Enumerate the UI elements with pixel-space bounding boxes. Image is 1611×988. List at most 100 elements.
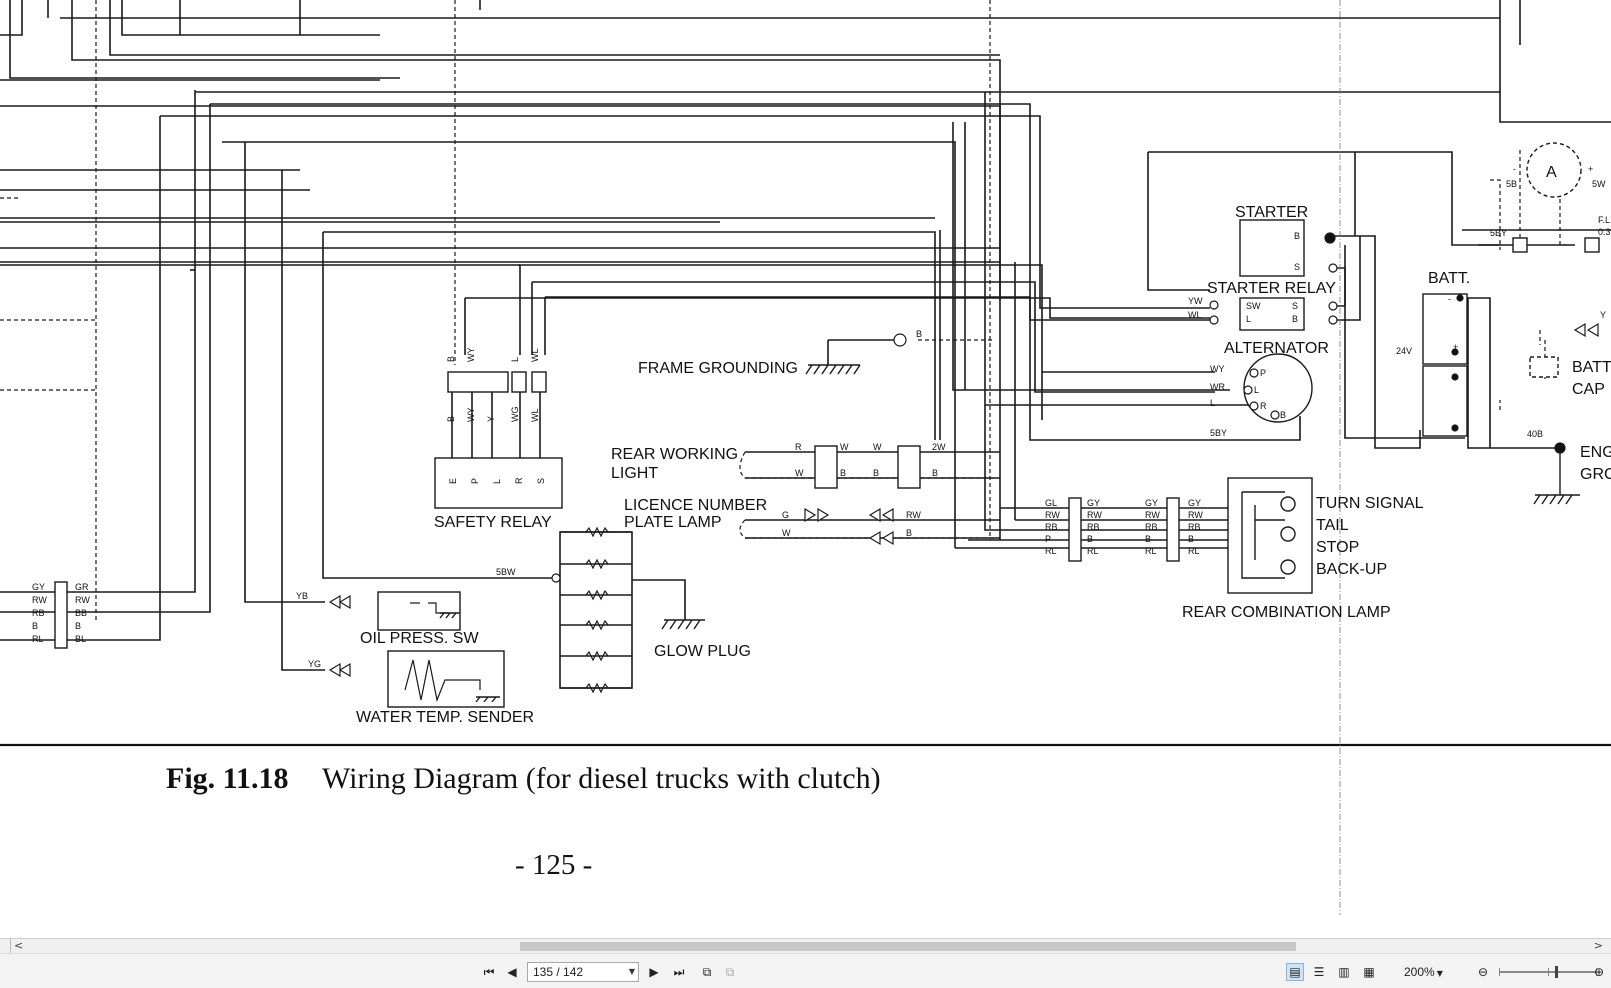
wire-code: B	[75, 621, 81, 631]
scroll-left-button[interactable]	[0, 939, 11, 953]
wire-code: YW	[1188, 296, 1203, 306]
wire-code: WY	[466, 348, 476, 363]
relay-terminal: SW	[1246, 301, 1261, 311]
stop-label: STOP	[1316, 539, 1359, 556]
wire-code: WR	[1210, 382, 1225, 392]
wire-code: GY	[32, 582, 45, 592]
tail-label: TAIL	[1316, 517, 1349, 534]
component-labels: FRAME GROUNDING REAR WORKING LIGHT LICEN…	[356, 164, 1611, 726]
wire-code: B	[1188, 534, 1194, 544]
scroll-right-arrow-icon[interactable]: >	[1593, 939, 1603, 952]
facing-view-icon[interactable]: ▥	[1338, 965, 1350, 979]
wire-code: B	[873, 468, 879, 478]
wire-code: RL	[1087, 546, 1099, 556]
wire-code: RW	[1045, 510, 1060, 520]
wire-code: W	[782, 528, 791, 538]
alt-terminal: P	[1260, 368, 1266, 378]
batt-cap-label: BATT	[1572, 359, 1611, 376]
wire-code: GY	[1087, 498, 1100, 508]
wire-code: RL	[1045, 546, 1057, 556]
starter-terminal: S	[1294, 262, 1300, 272]
relay-terminal: P	[470, 478, 480, 484]
wire-code: B	[446, 356, 456, 362]
wire-code: BL	[75, 634, 86, 644]
wire-code: WL	[530, 409, 540, 423]
zoom-slider[interactable]	[1499, 966, 1597, 978]
wire-code: P	[1045, 534, 1051, 544]
wire-code: RW	[1188, 510, 1203, 520]
batt-cap-label-2: CAP	[1572, 381, 1605, 398]
connector-arrows	[328, 322, 1599, 678]
wire-code: WL	[1188, 310, 1202, 320]
scroll-thumb[interactable]	[520, 942, 1296, 951]
starter-label: STARTER	[1235, 204, 1308, 221]
relay-terminal: L	[492, 479, 502, 484]
zoom-selector[interactable]: 200%▼	[1404, 963, 1443, 983]
wire-code: WL	[530, 349, 540, 363]
components	[54, 142, 1600, 708]
wire-code: RB	[1188, 522, 1201, 532]
slider-tick	[1548, 968, 1549, 976]
wire-code: R	[795, 442, 802, 452]
next-page-icon[interactable]: ▶	[649, 965, 659, 979]
wire-code: RW	[1087, 510, 1102, 520]
zoom-level: 200%	[1404, 965, 1435, 979]
rear-working-light-label-2: LIGHT	[611, 465, 658, 482]
wire-code: Y	[1600, 310, 1606, 320]
fuse-label-2: 0.3	[1598, 227, 1611, 237]
oil-press-sw-label: OIL PRESS. SW	[360, 630, 479, 647]
engine-ground-label: ENG	[1580, 444, 1611, 461]
horizontal-scrollbar[interactable]: < >	[0, 938, 1611, 953]
document-viewport[interactable]: FRAME GROUNDING REAR WORKING LIGHT LICEN…	[0, 0, 1611, 938]
wire-code: BB	[75, 608, 87, 618]
chevron-down-icon[interactable]: ▼	[628, 967, 635, 976]
continuous-view-icon[interactable]: ☰	[1313, 965, 1325, 979]
scroll-left-arrow-icon[interactable]: <	[14, 939, 24, 952]
frame-grounding-label: FRAME GROUNDING	[638, 360, 798, 377]
single-page-view-icon[interactable]: ▤	[1286, 963, 1304, 981]
glow-plug-label: GLOW PLUG	[654, 643, 751, 660]
relay-terminal: L	[1246, 314, 1251, 324]
wire-code: B	[916, 329, 922, 339]
first-page-icon[interactable]: ⏮	[483, 964, 495, 979]
zoom-chevron-icon[interactable]: ▼	[1436, 969, 1443, 978]
navigate-forward-icon[interactable]: ⧉	[725, 964, 735, 979]
last-page-icon[interactable]: ⏭	[673, 964, 685, 979]
previous-page-icon[interactable]: ◀	[507, 965, 517, 979]
wire-code: GR	[75, 582, 89, 592]
wire-code: L	[1210, 398, 1215, 408]
glow-plug-resistors	[404, 526, 609, 703]
wire-code: RB	[1045, 522, 1058, 532]
wire-code: B	[1087, 534, 1093, 544]
slider-tick	[1596, 968, 1597, 976]
wire-code: RW	[75, 595, 90, 605]
zoom-in-icon[interactable]: ⊕	[1593, 965, 1605, 979]
page-number-input[interactable]: 135 / 142 ▼	[527, 962, 639, 982]
battery-plus: +	[1453, 342, 1458, 352]
figure-caption: Wiring Diagram (for diesel trucks with c…	[322, 762, 881, 795]
ammeter-minus: -	[1513, 164, 1516, 174]
wire-code: YG	[308, 659, 321, 669]
wire-code: B	[32, 621, 38, 631]
status-bar: ⏮ ◀ 135 / 142 ▼ ▶ ⏭ ⧉ ⧉ ▤ ☰ ▥ ▦ 200%▼ ⊖ …	[0, 953, 1611, 988]
navigate-back-icon[interactable]: ⧉	[702, 964, 712, 979]
zoom-out-icon[interactable]: ⊖	[1477, 965, 1489, 979]
wiring-diagram: FRAME GROUNDING REAR WORKING LIGHT LICEN…	[0, 0, 1611, 915]
fuse-label: F.L	[1598, 215, 1610, 225]
wire-code: 5B	[1506, 179, 1517, 189]
wire-code: RL	[1188, 546, 1200, 556]
page-number-footer: - 125 -	[515, 849, 592, 881]
relay-terminal: R	[514, 477, 524, 484]
wire-code: GY	[1145, 498, 1158, 508]
continuous-facing-view-icon[interactable]: ▦	[1363, 965, 1375, 979]
wire-code: W	[795, 468, 804, 478]
battery-minus: -	[1448, 294, 1451, 304]
rear-combination-lamp-label: REAR COMBINATION LAMP	[1182, 604, 1391, 621]
engine-ground-label-2: GRC	[1580, 466, 1611, 483]
zoom-slider-knob[interactable]	[1555, 966, 1558, 978]
wire-code: WG	[510, 407, 520, 423]
back-up-label: BACK-UP	[1316, 561, 1387, 578]
safety-relay-label: SAFETY RELAY	[434, 514, 552, 531]
wire-code: RW	[32, 595, 47, 605]
relay-terminal: E	[448, 478, 458, 484]
